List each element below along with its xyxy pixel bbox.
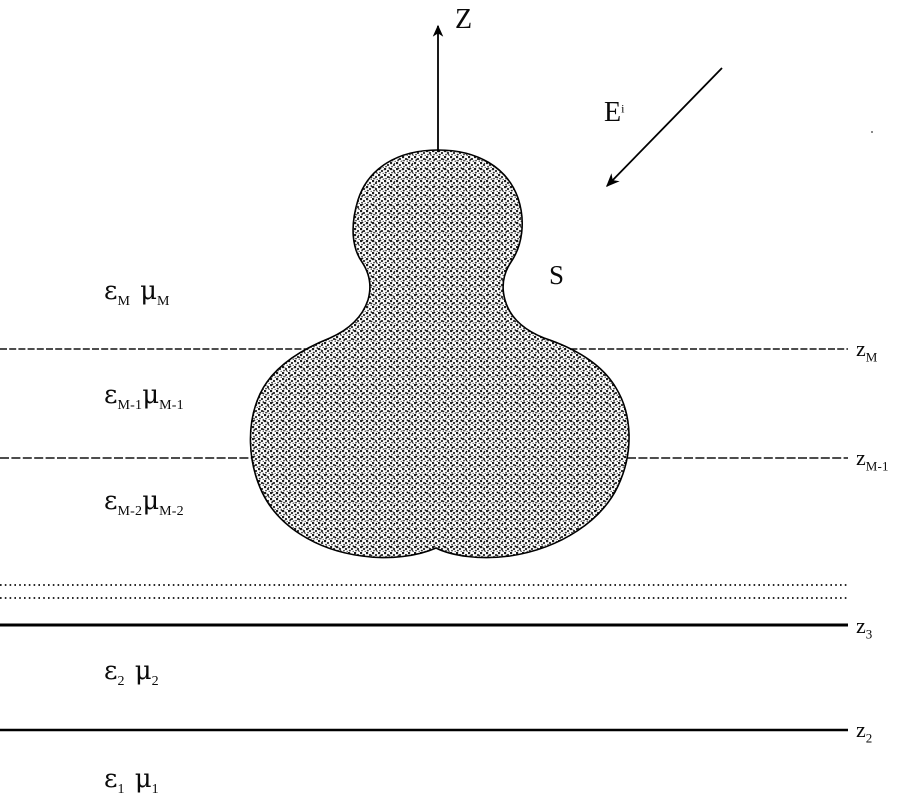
z-subscript: 2 <box>865 730 873 746</box>
mu-subscript: M-2 <box>159 503 184 519</box>
mu-symbol: μ <box>140 276 158 306</box>
incident-field-arrow <box>605 67 723 188</box>
mu-symbol: μ <box>142 380 160 410</box>
interface-label-z3: z3 <box>856 613 873 642</box>
epsilon-symbol: ε <box>104 656 118 686</box>
interface-label-z2: z2 <box>856 717 873 746</box>
epsilon-symbol: ε <box>104 276 118 306</box>
z-subscript: M <box>865 349 878 365</box>
mu-subscript: M <box>157 293 170 309</box>
incident-field-label: Ei <box>604 99 624 127</box>
incident-field-symbol: E <box>604 97 622 128</box>
epsilon-subscript: 2 <box>117 673 125 689</box>
incident-field-superscript: i <box>621 101 625 116</box>
z-subscript: M-1 <box>865 458 889 474</box>
epsilon-symbol: ε <box>104 380 118 410</box>
epsilon-subscript: M-2 <box>117 503 143 519</box>
mu-symbol: μ <box>142 486 160 516</box>
scatterer-body <box>249 149 630 559</box>
z-symbol: z <box>856 445 866 470</box>
z-subscript: 3 <box>865 626 873 642</box>
epsilon-symbol: ε <box>104 486 118 516</box>
epsilon-subscript: 1 <box>117 781 125 797</box>
z-symbol: z <box>856 717 866 742</box>
material-label-layer-M-2: εM-2μM-2 <box>104 488 184 519</box>
epsilon-subscript: M-1 <box>117 397 143 413</box>
material-label-layer-M-1: εM-1μM-1 <box>104 382 184 413</box>
interface-label-zM: zM <box>856 336 878 365</box>
mu-subscript: M-1 <box>159 397 184 413</box>
scan-artifact-speck <box>871 131 873 133</box>
epsilon-subscript: M <box>117 293 131 309</box>
z-axis-label: Z <box>455 4 473 35</box>
epsilon-symbol: ε <box>104 764 118 794</box>
interface-label-zM-1: zM-1 <box>856 445 889 474</box>
scatterer-surface-label: S <box>549 260 565 290</box>
mu-symbol: μ <box>134 656 152 686</box>
z-symbol: z <box>856 613 866 638</box>
mu-symbol: μ <box>134 764 152 794</box>
mu-subscript: 1 <box>151 781 159 797</box>
mu-subscript: 2 <box>151 673 159 689</box>
z-symbol: z <box>856 336 866 361</box>
